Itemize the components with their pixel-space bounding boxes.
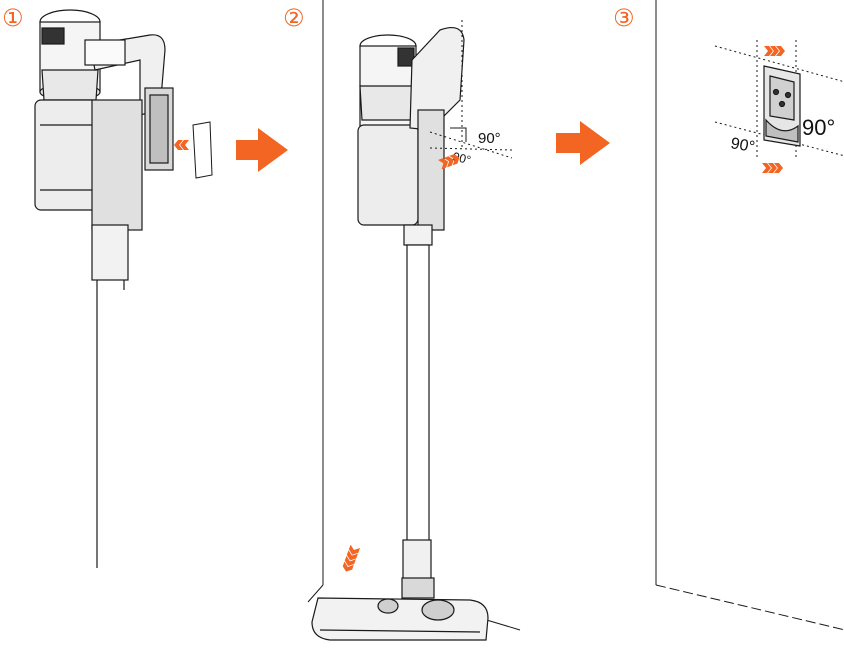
step-3-panel: ③ 90° 90° bbox=[613, 0, 844, 631]
vacuum-body-step1 bbox=[34, 9, 174, 568]
step-2-panel: ② bbox=[283, 0, 521, 641]
push-direction-arrow-icon bbox=[762, 163, 783, 173]
insert-direction-arrow-icon bbox=[174, 140, 189, 150]
next-step-arrow-icon bbox=[236, 128, 288, 172]
step-3-number: ③ bbox=[613, 4, 635, 32]
down-direction-arrow-icon bbox=[341, 544, 360, 574]
step-1-panel: ① bbox=[2, 4, 213, 568]
angle-label-vertical-step2: 90° bbox=[478, 130, 501, 147]
wall-bracket bbox=[763, 65, 801, 147]
vacuum-body-step2 bbox=[311, 27, 489, 641]
step-2-number: ② bbox=[283, 4, 305, 32]
mounting-plate bbox=[192, 121, 213, 179]
angle-label-vertical-step3: 90° bbox=[802, 115, 835, 140]
step-1-number: ① bbox=[2, 4, 24, 32]
next-step-arrow-icon bbox=[556, 121, 610, 165]
push-direction-arrow-icon bbox=[764, 46, 785, 56]
angle-label-horizontal-step3: 90° bbox=[729, 135, 756, 156]
angle-guide-step2 bbox=[429, 20, 513, 159]
